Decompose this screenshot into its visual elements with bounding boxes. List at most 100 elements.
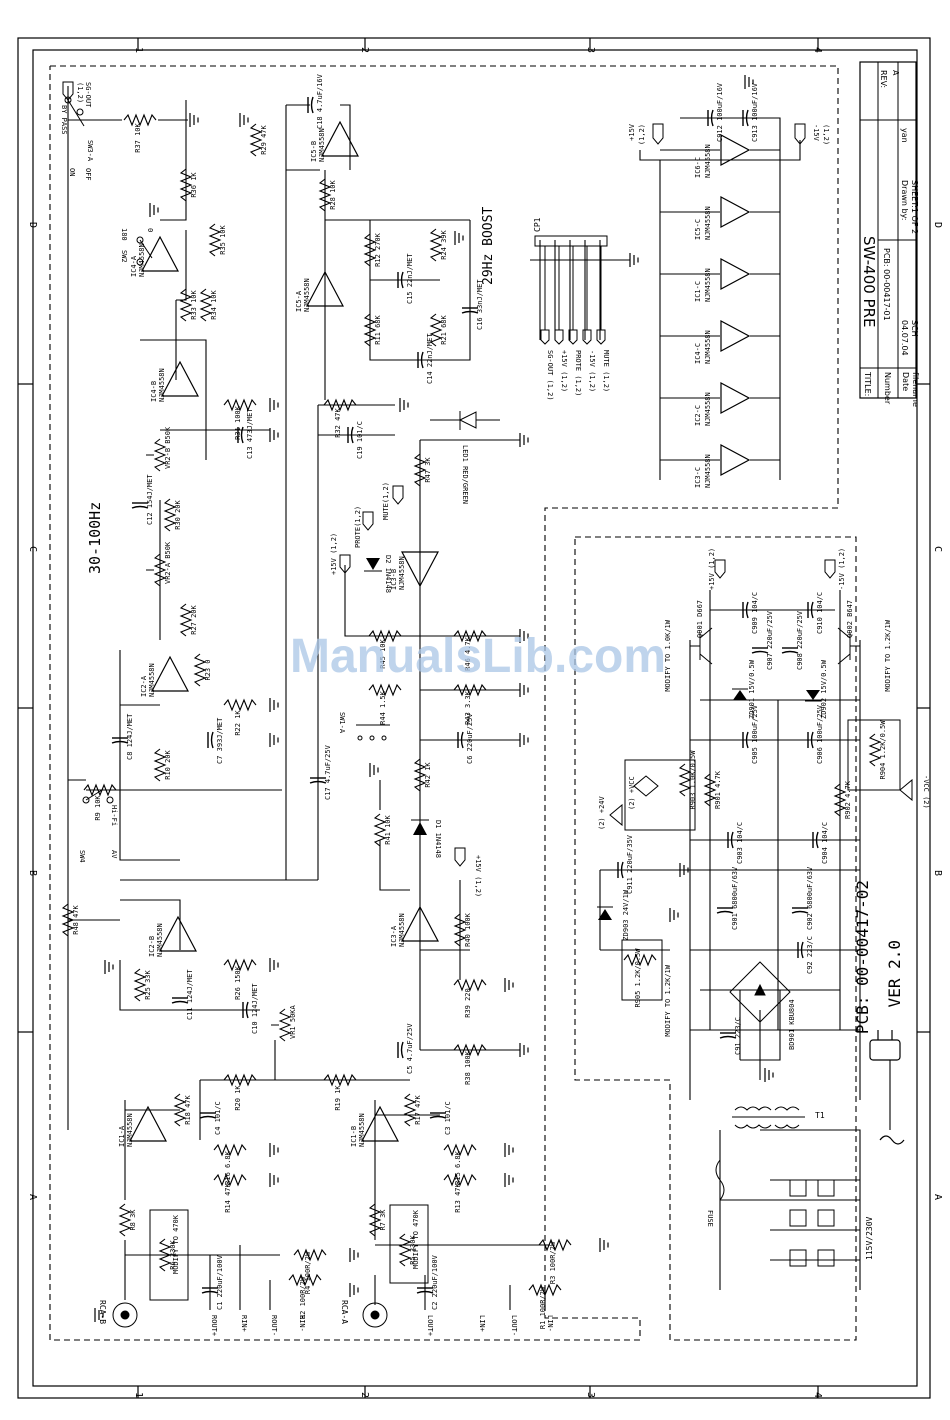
pot-label: VR2-B B50K [164,426,172,469]
lout-plus: LOUT+ [426,1315,434,1336]
resistor-label: R15 6.8K [454,1150,462,1185]
capacitor-label: C92 223/C [806,936,814,974]
resistor-r19: R19 1K [323,1073,357,1111]
port-p15-ref: (1,2) [638,124,646,145]
resistor-label: R12 270K [374,232,382,267]
capacitor-c17: C17 4.7uF/25V [309,744,332,800]
zener-zd903-label: ZD903 24V/1W [622,889,630,940]
resistor-r2: R2 100R/2W [288,1273,322,1319]
zener-zd902-label: ZD902 15V/0.5W [820,659,828,719]
connector-cp1: CP1 SG-OUT (1,2)+15V (1,2)PROTE (1,2)-15… [533,217,610,400]
rev-value: A [891,70,900,76]
port-prote: PROTE(1,2) [354,506,362,548]
sw4-av: AV [110,850,118,859]
cp1-pin-label: PROTE (1,2) [574,350,582,396]
resistor-label: R24 39K [440,229,448,259]
zone-col-2-top: 2 [359,47,370,53]
capacitor-label: C913 100uF/16V [751,82,759,142]
resistor-r45: R45 10K [368,629,402,669]
ground-group [94,74,774,1323]
resistor-label: R2 100R/2W [299,1276,307,1319]
ground-symbol [189,112,199,128]
rev-label: REV: [879,70,888,88]
ground-symbol [269,957,279,973]
resistor-r21: R21 68K [429,313,448,347]
capacitor-label: C904 104/C [821,822,829,864]
capacitor-label: C12 154J/MET [146,474,154,525]
resistor-label: R28 10K [329,179,337,209]
opamp-part: NJM4558N [303,278,311,312]
resistor-label: R36 1K [190,172,198,198]
resistor-label: R16 6.8K [224,1150,232,1185]
port-m15-ref: (1,2) [822,124,830,145]
resistor-label: R26 150K [234,965,242,1000]
diode-d2: D2 1N4148 [364,555,392,593]
pot-vr2b: VR2-B B50K [146,426,172,472]
led1-label: LED1 RED/GREEN [461,445,469,504]
resistor-label: R39 220 [464,988,472,1018]
resistor-r5: R5 330K [398,1233,417,1267]
capacitor-label: C17 4.7uF/25V [324,744,332,800]
decoupling-part: NJM4558N [704,454,712,488]
capacitor-label: C2 220uF/100V [431,1254,439,1310]
capacitor-c912: C912 100uF/16V [707,82,724,142]
resistor-r12: R12 270K [363,232,382,267]
signal-wiring [67,86,801,1310]
resistor-label: R21 68K [440,314,448,344]
lin-minus: LIN- [546,1315,554,1332]
transformer-label: T1 [815,1111,825,1120]
resistor-label: R5 330K [409,1234,417,1264]
ground-symbol [269,427,279,443]
ground-symbol [269,697,279,713]
resistor-r6: R6 330K [158,1238,177,1272]
capacitor-c18: C18 4.7uF/16V [307,73,324,129]
rca-b-label: RCA-B [98,1300,107,1324]
capacitor-c16: C16 33nJ/MET [461,279,484,330]
ground-symbol [519,732,529,748]
date-label: Date [901,372,910,391]
decoupling-ref: IC3-C [694,467,702,488]
psu-wiring [599,590,891,1290]
resistor-label: R34 10K [210,289,218,319]
resistor-label: R1 100R/2W [539,1286,547,1329]
resistor-r3: R3 100R/2W [538,1238,572,1284]
resistor-r27: R27 20K [179,603,198,637]
resistor-r901: R901 4.7K [703,770,722,809]
opamp-part: NJM4558N [148,663,156,697]
ground-symbol [504,977,514,993]
resistor-label: R8 3K [129,1209,137,1231]
transistor-q901: Q901 D667 [690,600,713,665]
decoupling-ref: IC4-C [694,343,702,364]
ground-symbol [669,907,679,923]
resistor-label: R46 4.7K [464,636,472,671]
decoupling-ref: IC6-C [694,157,702,178]
ground-symbol [104,959,114,975]
switch-sw1: SW1-A [338,712,390,741]
board-outlines [49,65,857,1341]
cp1-pin-label: MUTE (1,2) [602,350,610,392]
port-pvcc: (2) +VCC [628,776,636,810]
capacitor-c907: C907 220uF/25V [751,610,774,670]
opamp-ref: IC4-A [130,255,138,277]
zone-row-a-left: A [27,1194,38,1200]
capacitor-c901: C901 6800uF/63V [716,866,739,930]
capacitor-label: C901 6800uF/63V [731,866,739,930]
mains-label: 115V/230V [865,1216,874,1260]
sw4-hifi: Hi-Fi [110,805,118,826]
ground-symbol [269,397,279,413]
resistor-label: R43 3.3K [464,690,472,725]
resistor-r24: R24 39K [429,228,448,262]
capacitor-label: C912 100uF/16V [716,82,724,142]
zone-col-3-top: 3 [585,47,596,53]
resistor-label: R902 4.7K [844,780,852,819]
resistor-label: R35 10K [219,224,227,254]
zone-row-c-left: C [27,546,38,552]
resistor-r38: R38 100K [453,1043,487,1085]
switch-sw2: SW2 180 0 [120,228,154,266]
